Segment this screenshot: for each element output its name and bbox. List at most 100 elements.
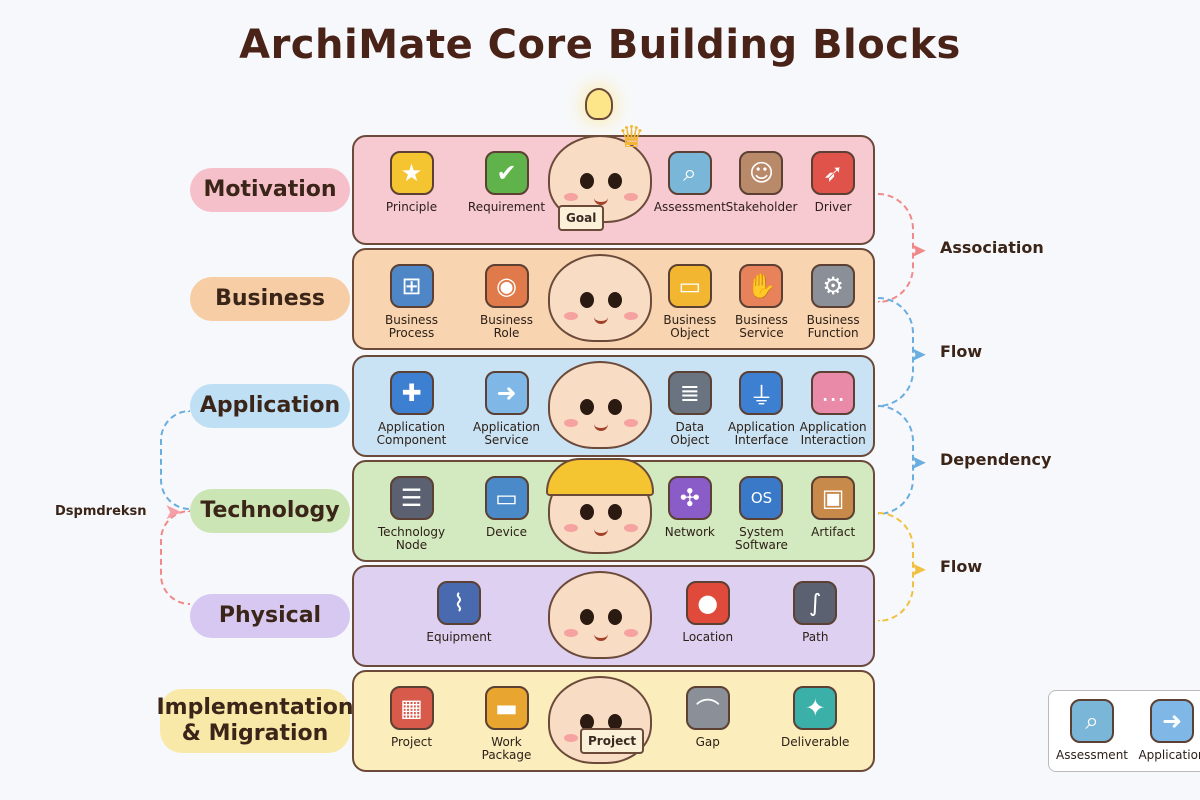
mouth [594,423,608,431]
role-badge-icon: ◉ [484,264,529,308]
element-technology-node[interactable]: ☰ Technology Node [377,476,447,552]
element-application-component[interactable]: ✚Application Component [377,371,447,447]
element-label: Requirement [467,200,546,214]
hard-hat-icon [546,458,654,496]
element-network[interactable]: ✣Network [655,476,725,539]
element-path[interactable]: ∫Path [780,581,850,644]
right-elements: ● Location ∫Path [654,567,869,665]
element-assessment[interactable]: ⌕Assessment [654,151,726,214]
element-label: Stakeholder [725,200,798,214]
layer-label[interactable]: Technology [190,489,350,533]
cheek [564,734,578,742]
relation-label: Dependency [940,450,1052,469]
element-data-object[interactable]: ≣Data Object [655,371,725,447]
element-label: Artifact [811,525,856,539]
element-business-service[interactable]: ✋Business Service [726,264,796,340]
element-business-function[interactable]: ⚙Business Function [798,264,868,340]
element-work-package[interactable]: ▬Work Package [472,686,542,762]
element-equipment[interactable]: ⌇Equipment [424,581,494,644]
mascot-character [546,458,654,554]
mouth [594,633,608,641]
legend: ⌕Assessment➜Application [1048,690,1200,772]
element-label: Business Process [385,313,438,340]
element-business-role[interactable]: ◉ Business Role [472,264,542,340]
element-principle[interactable]: ★Principle [377,151,447,214]
server-icon: ☰ [389,476,434,520]
element-system-software[interactable]: OS System Software [726,476,796,552]
element-artifact[interactable]: ▣ Artifact [798,476,868,539]
eye [580,399,594,415]
element-application[interactable]: ➜Application [1137,699,1200,763]
eye [580,173,594,189]
element-label: Business Service [735,313,788,340]
layer-label[interactable]: Physical [190,594,350,638]
element-device[interactable]: ▭Device [472,476,542,539]
calendar-icon: ▦ [389,686,434,730]
element-label: Gap [695,735,720,749]
element-driver[interactable]: ➶Driver [798,151,868,214]
left-elements: ⌇Equipment [364,567,554,665]
eye [608,173,622,189]
crown-icon: ♛ [618,120,645,155]
os-icon: OS [739,476,784,520]
cheek [564,193,578,201]
right-elements: ≣Data Object⏚Application Interface…Appli… [654,357,869,455]
cheek [564,629,578,637]
mouth [594,316,608,324]
magnifier-icon: ⌕ [667,151,712,195]
relation-arrow [160,410,190,510]
prop-note: Goal [558,205,605,231]
element-assessment[interactable]: ⌕Assessment [1056,699,1128,763]
cheek [624,193,638,201]
element-label: Application Interaction [799,420,867,447]
cheek [564,419,578,427]
layer-label[interactable]: Motivation [190,168,350,212]
element-business-object[interactable]: ▭Business Object [655,264,725,340]
left-elements: ▦Project ▬Work Package [364,672,554,770]
element-label: Network [664,525,715,539]
relation-arrow [878,193,914,303]
relation-label: Flow [940,557,983,576]
element-application-service[interactable]: ➜Application Service [472,371,542,447]
left-elements: ⊞Business Process ◉ Business Role [364,250,554,348]
element-requirement[interactable]: ✔ Requirement [468,151,545,214]
gear-icon: ⚙ [811,264,856,308]
element-label: Technology Node [377,525,446,552]
element-label: System Software [735,525,788,552]
arrowhead-icon: ➤ [164,500,183,525]
element-project[interactable]: ▦Project [377,686,447,749]
relation-arrow [878,297,914,407]
element-deliverable[interactable]: ✦ Deliverable [780,686,850,749]
eye [608,292,622,308]
element-label: Location [682,630,734,644]
gift-icon: ✦ [793,686,838,730]
mouth [594,528,608,536]
element-label: Deliverable [781,735,850,749]
map-pin-icon: ● [685,581,730,625]
element-label: Device [485,525,528,539]
left-elements: ★Principle ✔ Requirement [364,137,554,243]
element-application-interaction[interactable]: …Application Interaction [798,371,868,447]
element-business-process[interactable]: ⊞Business Process [377,264,447,340]
arrowhead-icon: ➤ [910,450,927,474]
element-location[interactable]: ● Location [673,581,743,644]
cloud-arrow-icon: ➜ [1150,699,1194,743]
element-application-interface[interactable]: ⏚Application Interface [726,371,796,447]
layer-label[interactable]: Business [190,277,350,321]
layer-label[interactable]: Application [190,384,350,428]
element-stakeholder[interactable]: ☺Stakeholder [725,151,798,214]
cheek [624,312,638,320]
cheek [564,524,578,532]
eye [580,609,594,625]
star-icon: ★ [389,151,434,195]
element-label: Business Role [480,313,533,340]
mascot-character [548,571,652,659]
mouth [594,197,608,205]
checklist-icon: ✔ [484,151,529,195]
relation-label: Dspmdreksn [55,504,147,519]
element-gap[interactable]: ⌒Gap [673,686,743,749]
element-label: Driver [814,200,852,214]
layer-label[interactable]: Implementation & Migration [156,689,354,753]
box-icon: ▣ [811,476,856,520]
magnifier-icon: ⌕ [1070,699,1114,743]
